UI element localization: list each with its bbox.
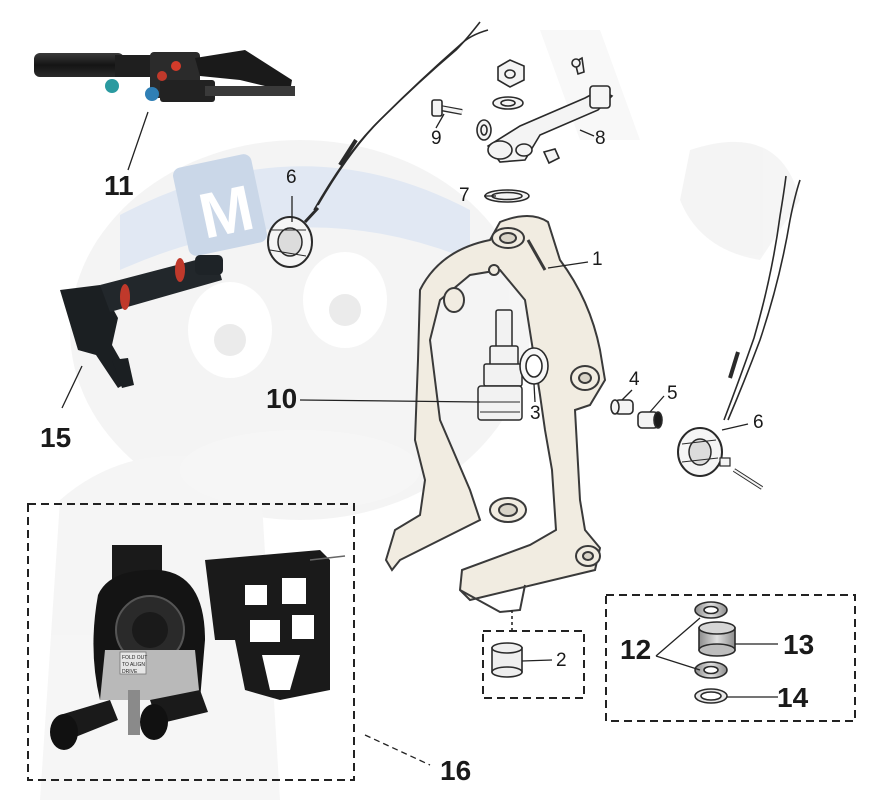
callout-16: 16 bbox=[440, 755, 472, 786]
callout-6-left: 6 bbox=[286, 167, 297, 188]
part-1-gimbal-housing bbox=[384, 215, 607, 614]
part-2-box bbox=[482, 630, 585, 699]
part-15-sender-photo bbox=[60, 255, 223, 388]
callout-12: 12 bbox=[620, 634, 652, 665]
callout-8: 8 bbox=[595, 128, 606, 149]
callout-10: 10 bbox=[266, 383, 298, 414]
part-2-bushing bbox=[491, 610, 523, 678]
callout-13: 13 bbox=[783, 629, 815, 660]
leader-lines bbox=[61, 111, 778, 766]
callout-1: 1 bbox=[592, 249, 603, 270]
callout-9: 9 bbox=[431, 128, 442, 149]
callout-7: 7 bbox=[459, 185, 470, 206]
decal-line-1: FOLD OUT bbox=[122, 655, 147, 661]
callout-14: 14 bbox=[777, 682, 809, 713]
part-6-left-sensor bbox=[267, 21, 489, 268]
callout-5: 5 bbox=[667, 383, 678, 404]
callout-4: 4 bbox=[629, 369, 640, 390]
watermark-mascot: M bbox=[40, 30, 800, 800]
part-4-5-bushing-plug bbox=[610, 399, 663, 429]
part-6-right-sensor bbox=[677, 175, 801, 490]
decal-line-3: DRIVE bbox=[122, 669, 138, 675]
part-3-washer bbox=[519, 347, 549, 385]
callout-6-right: 6 bbox=[753, 412, 764, 433]
part-16-transom-photo: FOLD OUT TO ALIGN DRIVE bbox=[50, 545, 346, 750]
callout-11: 11 bbox=[104, 170, 134, 201]
decal-line-2: TO ALIGN bbox=[122, 662, 145, 668]
parts-12-13-14-bearings bbox=[694, 601, 736, 704]
part-16-box bbox=[27, 503, 355, 781]
part-10-pivot-shaft bbox=[477, 309, 523, 421]
part-8-9-steering-arm bbox=[431, 56, 614, 203]
part-11-cylinder-photo bbox=[34, 50, 295, 102]
callout-15: 15 bbox=[40, 422, 72, 453]
parts-12-14-box bbox=[605, 594, 856, 722]
callout-2: 2 bbox=[556, 650, 567, 671]
callout-3: 3 bbox=[530, 403, 541, 424]
